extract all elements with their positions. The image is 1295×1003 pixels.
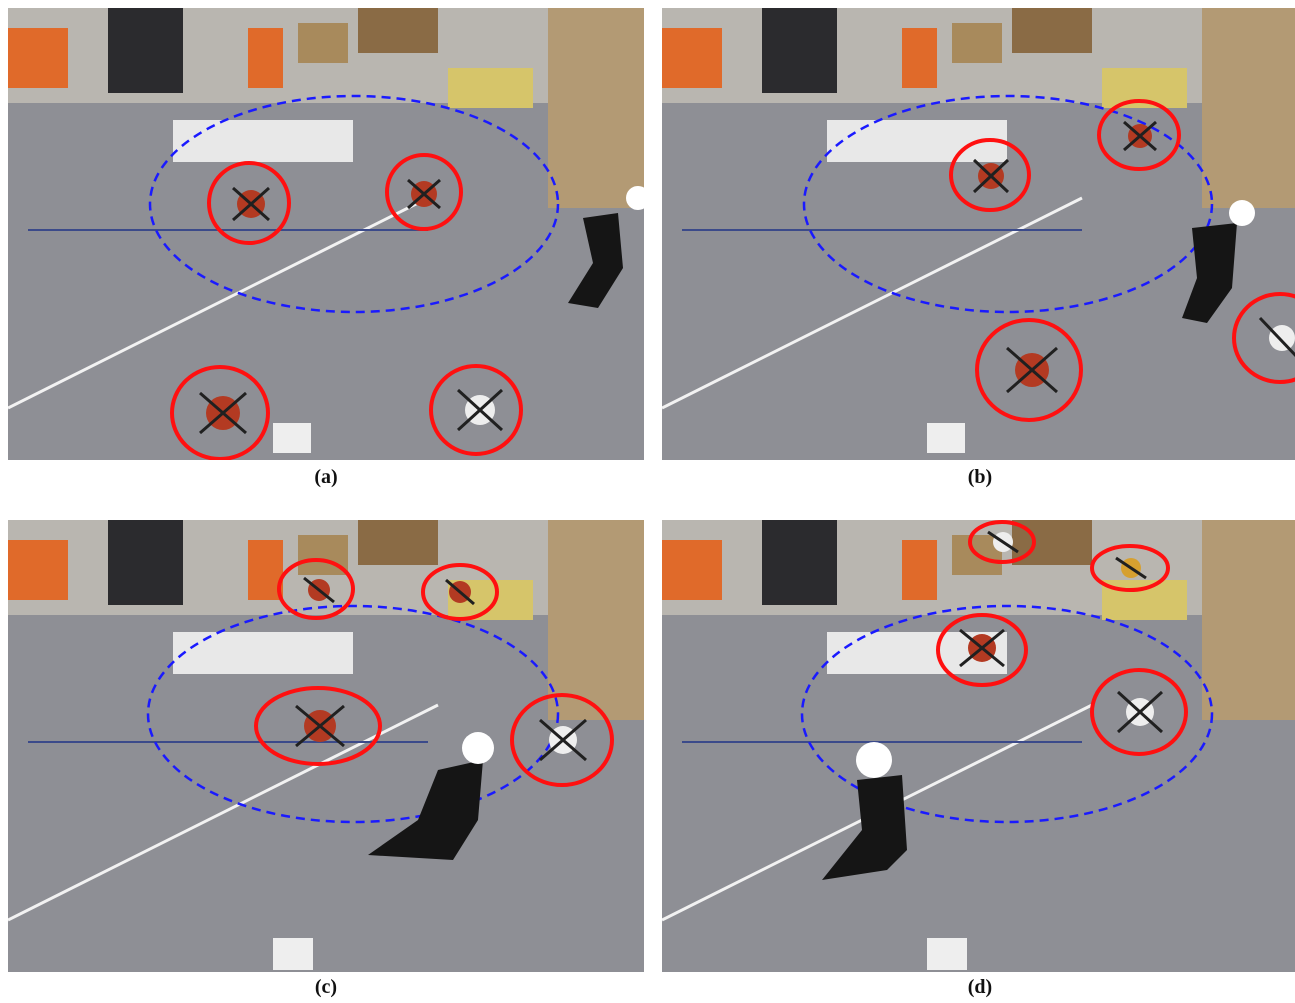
photo-panel-d [662,520,1295,972]
drone-highlight-circle [207,161,291,245]
scene-a [8,8,644,460]
scene-c [8,520,644,972]
drone [199,391,247,435]
safety-zone-ellipse [800,604,1214,824]
drone [1116,690,1164,734]
drone [972,158,1010,194]
drone-highlight-circle [1090,544,1170,592]
scene-d [662,520,1295,972]
drone [1123,120,1157,152]
photo-panel-c [8,520,644,972]
drone-highlight-circle [1090,668,1188,756]
floor-line [662,196,1083,410]
drone-highlight-circle [277,558,355,620]
safety-zone-ellipse [146,604,560,824]
drone-highlight-circle [385,153,463,231]
drone-highlight-circle [968,520,1036,564]
safety-zone-ellipse [148,94,560,314]
drone [407,178,441,210]
person [1182,200,1255,323]
drone [303,576,335,604]
panel-caption-c: (c) [314,976,338,998]
drone [295,704,345,748]
floor-mat [173,632,353,674]
safety-zone-ellipse [802,94,1214,314]
drone-highlight-circle [421,563,499,621]
drone-highlight-circle [429,364,523,456]
drone [1006,346,1058,394]
drone-highlight-circle [975,318,1083,422]
drone [1258,316,1295,358]
drone-highlight-circle [1097,99,1181,171]
photo-panel-b [662,8,1295,460]
photo-panel-a [8,8,644,460]
floor-mat [173,120,353,162]
panel-caption-d: (d) [967,976,993,998]
drone [232,186,270,222]
drone [1115,556,1147,580]
scene-b [662,8,1295,460]
floor-line [8,196,429,410]
panel-caption-b: (b) [967,466,993,488]
drone [959,628,1005,668]
drone [539,718,587,762]
drone-highlight-circle [510,693,614,787]
drone [456,388,504,432]
panel-caption-a: (a) [314,466,338,488]
drone-highlight-circle [170,365,270,460]
drone-highlight-circle [1232,292,1295,384]
person [568,186,644,308]
drone-highlight-circle [254,686,382,766]
person [368,732,494,860]
drone [987,530,1019,554]
floor-line [8,703,439,922]
drone-highlight-circle [949,138,1031,212]
drone [445,578,475,606]
person [822,742,907,880]
drone-highlight-circle [936,613,1028,687]
